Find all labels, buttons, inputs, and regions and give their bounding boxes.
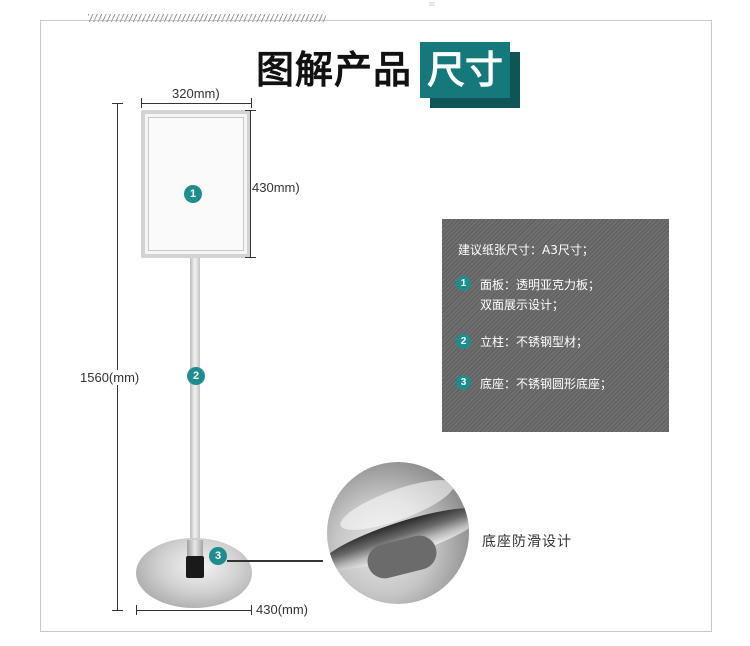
badge-panel: 1 [184,185,202,203]
panel-height-line [250,110,251,258]
base-foot [186,556,204,578]
spec-badge-3: 3 [456,375,471,390]
badge-pole: 2 [187,367,205,385]
panel-height-tick-bottom [245,257,256,258]
panel-width-line [141,103,251,104]
panel-width-tick-left [141,98,142,108]
title-main-text: 图解产品 [256,48,413,92]
total-height-tick-top [112,103,123,104]
spec-item-2: 立柱：不锈钢型材； [480,335,589,349]
spec-badge-2: 2 [456,334,471,349]
detail-label: 底座防滑设计 [482,534,572,550]
detail-connector-line [227,560,323,562]
spec-item-3: 底座：不锈钢圆形底座； [480,377,613,391]
content-frame [40,20,712,632]
total-height-tick-bottom [112,610,123,611]
display-panel-inner [148,117,244,251]
badge-base: 3 [209,547,227,565]
spec-badge-1: 1 [456,276,471,291]
pole-collar [187,540,203,558]
panel-height-tick-top [245,110,256,111]
panel-height-label: 430mm) [252,180,300,195]
page-title: 图解产品 尺寸 [256,42,521,108]
stand-pole [190,258,200,554]
panel-width-tick-right [251,98,252,108]
title-highlight-text: 尺寸 [427,48,504,92]
decorative-hatch [88,14,326,22]
spec-item-1: 面板：透明亚克力板； [480,278,601,292]
base-width-tick-right [251,605,252,615]
total-height-line [117,103,118,611]
title-highlight-box: 尺寸 [420,42,521,108]
watermark-logo: ≋ [428,0,436,10]
panel-width-label: 320mm) [172,86,220,101]
base-width-tick-left [136,605,137,615]
spec-item-1-line2: 双面展示设计； [480,298,565,312]
base-width-label: 430(mm) [256,602,309,617]
base-detail-photo [327,462,469,604]
spec-paper-size: 建议纸张尺寸：A3尺寸； [458,243,594,257]
total-height-label: 1560(mm) [80,370,140,385]
base-width-line [136,610,252,611]
spec-box: 建议纸张尺寸：A3尺寸； 1 面板：透明亚克力板； 双面展示设计； 2 立柱：不… [442,219,669,432]
